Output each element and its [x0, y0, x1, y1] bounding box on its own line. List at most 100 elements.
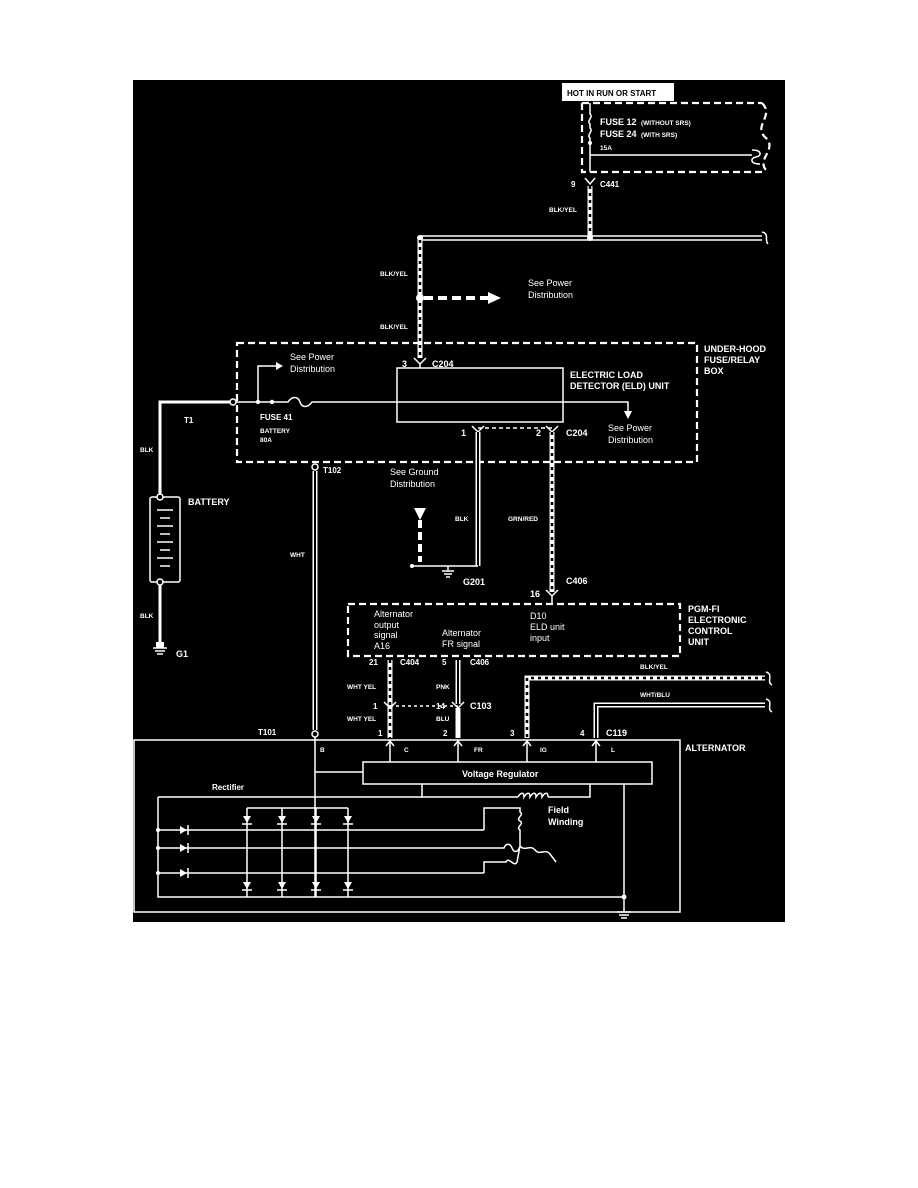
voltage-regulator-label: Voltage Regulator: [462, 769, 539, 779]
ecu-fr-line2: FR signal: [442, 639, 480, 649]
battery-negative-terminal: [156, 578, 164, 586]
see-ground-dist-line1: See Ground: [390, 467, 439, 477]
g201-ground-icon: [442, 566, 454, 578]
hot-label: HOT IN RUN OR START: [567, 89, 656, 98]
g201-label: G201: [463, 577, 485, 587]
wire-label-wht-blu: WHT/BLU: [640, 692, 670, 699]
c119-label: C119: [606, 728, 627, 738]
alt-terminal-b: B: [320, 747, 325, 754]
t102-label: T102: [323, 466, 342, 475]
c119-pin4: 4: [580, 729, 585, 738]
alt-internal-terminal-lines: [389, 741, 597, 762]
diode-icon: [344, 816, 352, 823]
battery-cells: [157, 509, 173, 567]
c204-pin2: 2: [536, 428, 541, 438]
c103-label: C103: [470, 701, 492, 711]
diode-bars: [187, 823, 353, 891]
diode-icon: [312, 882, 320, 889]
ecu-label-line2: ELECTRONIC: [688, 615, 747, 625]
wire-label-blk-yel-2: BLK/YEL: [380, 271, 408, 278]
stator-winding-icon: [483, 807, 557, 873]
see-power-dist-1-line1: See Power: [528, 278, 572, 288]
alternator-box: [133, 739, 681, 913]
fuse-rating: 15A: [600, 145, 612, 152]
g1-ground-block: [156, 642, 164, 648]
diode-icon: [180, 869, 187, 877]
voltage-regulator-box: [362, 761, 653, 785]
underhood-box-label-line1: UNDER-HOOD: [704, 344, 766, 354]
underhood-box-label-line3: BOX: [704, 366, 724, 376]
wire-label-blk-yel-4: BLK/YEL: [640, 664, 668, 671]
power-dist-2-wire: [257, 365, 276, 402]
wire-label-blk-3: BLK: [140, 613, 154, 620]
power-branch-arrow-icon: [488, 292, 501, 304]
c119-pin1: 1: [378, 729, 383, 738]
wire-label-blk-yel-3: BLK/YEL: [380, 324, 408, 331]
c406-pin5: 5: [442, 658, 447, 667]
ecu-fr-line1: Alternator: [442, 628, 481, 638]
rectifier-diode-columns: [246, 807, 349, 897]
t1-terminal: [229, 398, 237, 406]
wire-label-grn-red: GRN/RED: [508, 516, 538, 523]
c406-label-top: C406: [566, 576, 588, 586]
ecu-label-line4: UNIT: [688, 637, 709, 647]
wire-label-blk-1: BLK: [455, 516, 469, 523]
eld-label-line1: ELECTRIC LOAD: [570, 370, 643, 380]
c204-label-bottom: C204: [566, 428, 588, 438]
eld-unit-box: [396, 367, 564, 423]
rectifier-label: Rectifier: [212, 783, 244, 792]
alternator-ground-icon: [617, 897, 631, 919]
bus-junction-dot-left: [417, 235, 423, 241]
diagram-background: [133, 80, 785, 922]
ecu-d10-line1: D10: [530, 611, 547, 621]
battery-positive-terminal: [156, 493, 164, 501]
diode-icon: [278, 816, 286, 823]
rectifier-node-3: [156, 871, 160, 875]
c119-pin2: 2: [443, 729, 448, 738]
field-coil-icon: [517, 792, 549, 800]
c204-pin1: 1: [461, 428, 466, 438]
c406-connector-icon: [545, 589, 559, 604]
battery-label: BATTERY: [188, 497, 230, 507]
c103-pin1: 1: [373, 702, 378, 711]
fuse-41-label: FUSE 41: [260, 413, 293, 422]
battery-symbol: [149, 496, 181, 583]
fuse-box-outline: [580, 101, 762, 174]
wire-wht-blu-inner: [595, 704, 765, 738]
diode-icon: [180, 844, 187, 852]
ecu-d10-line2: ELD unit: [530, 622, 565, 632]
see-power-dist-3-line1: See Power: [608, 423, 652, 433]
power-branch-dot: [416, 294, 424, 302]
fuse-junction-dot: [588, 141, 592, 145]
t1-label: T1: [184, 416, 194, 425]
g201-dot: [410, 564, 414, 568]
c204-pin3: 3: [402, 359, 407, 369]
c119-pin3: 3: [510, 729, 515, 738]
wire-label-wht-yel-1: WHT YEL: [347, 684, 376, 691]
c406-pin16: 16: [530, 589, 540, 599]
t101-label: T101: [258, 728, 277, 737]
fuse-41-circuit: BATTERY: [260, 428, 291, 435]
c404-pin21: 21: [369, 658, 378, 667]
c404-label: C404: [400, 658, 420, 667]
fuse-12-24-wire: [588, 103, 592, 172]
alternator-ground-dot: [621, 894, 627, 900]
fuse-12-label: FUSE 12: [600, 117, 637, 127]
battery-main-wire: [158, 400, 230, 494]
c441-pin: 9: [571, 180, 576, 189]
fuse-24-label: FUSE 24: [600, 129, 637, 139]
c204-label-top: C204: [432, 359, 454, 369]
c103-connector-icons: [383, 701, 465, 710]
ecu-a16-line2: output: [374, 620, 400, 630]
field-winding-line1: Field: [548, 805, 569, 815]
diode-icon: [312, 816, 320, 823]
field-winding-line2: Winding: [548, 817, 583, 827]
diode-icon: [344, 882, 352, 889]
rectifier-phase-lines: [158, 829, 484, 874]
ecu-d10-line3: input: [530, 633, 550, 643]
blk-yel-break-icon: [765, 671, 773, 686]
rectifier-node-2: [156, 846, 160, 850]
diode-icon: [243, 816, 251, 823]
underhood-fuse-box-outline: [235, 341, 699, 464]
fuse-41-dot-1: [255, 399, 261, 405]
